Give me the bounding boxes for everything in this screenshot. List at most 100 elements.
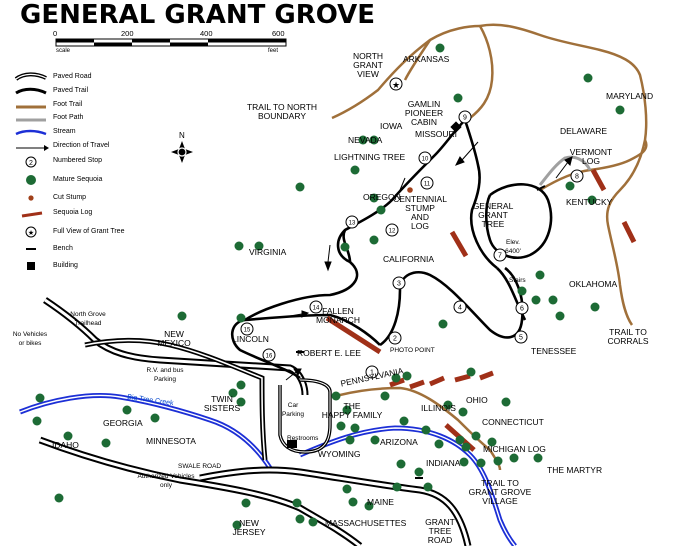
label-photo-point: PHOTO POINT [390,347,435,354]
sequoia-icon [376,205,386,215]
sequoia-icon [241,498,251,508]
sequoia-icon [391,373,401,383]
sequoia-icon [459,457,469,467]
label-north-grant-view: NORTH GRANT VIEW [352,51,384,79]
sequoia-icon [423,482,433,492]
legend-bench: Bench [53,245,73,252]
compass-label: N [179,131,185,140]
sequoia-icon [533,453,543,463]
label-idaho: IDAHO [52,440,79,450]
benches [296,185,546,479]
sequoia-icon [54,493,64,503]
label-missouri: MISSOURI [415,129,458,139]
sequoia-icon [308,517,318,527]
label-swale-road: SWALE ROAD [178,463,222,470]
sequoia-trees [32,43,625,530]
numbered-stop-15: 15 [240,322,254,336]
label-lightning-tree: LIGHTNING TREE [334,152,406,162]
legend-stream: Stream [53,128,76,135]
svg-text:5: 5 [519,335,523,342]
label-illinois: ILLINOIS [421,403,456,413]
sequoia-icon [476,458,486,468]
direction-arrows [277,141,573,381]
numbered-stop-16: 16 [262,348,276,362]
sequoia-icon [236,397,246,407]
sequoia-icon [340,242,350,252]
sequoia-icon [402,371,412,381]
label-connecticut: CONNECTICUT [482,417,544,427]
paved-roads [38,297,472,546]
label-maryland: MARYLAND [606,91,654,101]
numbered-stop-13: 13 [345,215,359,229]
label-the-martyr: THE MARTYR [547,465,603,475]
sequoia-icon [350,423,360,433]
svg-text:11: 11 [424,182,431,188]
legend-direction: Direction of Travel [53,142,110,149]
svg-text:2: 2 [393,336,397,343]
label-fallen-monarch: FALLEN MONARCH [316,306,360,325]
label-trail-village: TRAIL TO GRANT GROVE VILLAGE [468,478,532,506]
sequoia-icon [583,73,593,83]
sequoia-icon [535,270,545,280]
label-rv-parking: R.V. and bus Parking [146,367,184,383]
label-arkansas: ARKANSAS [403,54,450,64]
sequoia-icon [443,400,453,410]
sequoia-icon [150,413,160,423]
sequoia-icon [509,453,519,463]
svg-text:8: 8 [575,174,579,181]
label-gamlin-cabin: GAMLIN PIONEER CABIN [404,99,444,127]
legend-paved-road: Paved Road [53,73,92,80]
sequoia-icon [122,405,132,415]
building-icon [287,121,462,448]
label-wyoming: WYOMING [318,449,361,459]
label-grant-tree-road: GRANT TREE ROAD [425,517,455,545]
sequoia-icon [434,439,444,449]
label-vermont-log: VERMONT LOG [569,147,613,166]
label-elev: Elev. 6400' [505,239,521,255]
scale-tick-600: 600 [272,29,285,38]
label-tenessee: TENESSEE [531,346,577,356]
sequoia-icon [555,311,565,321]
svg-text:9: 9 [463,115,467,122]
label-happy-family: THE HAPPY FAMILY [321,401,383,420]
svg-text:7: 7 [498,253,502,260]
scale-unit: feet [268,48,279,54]
label-kentucky: KENTUCKY [566,197,613,207]
label-california: CALIFORNIA [383,254,435,264]
label-minnesota: MINNESOTA [146,436,196,446]
sequoia-icon [531,295,541,305]
sequoia-icon [101,438,111,448]
sequoia-icon [435,43,445,53]
sequoia-icon [295,182,305,192]
cut-stump-icon [407,187,413,193]
svg-text:16: 16 [266,354,273,360]
numbered-stop-4: 4 [453,300,467,314]
legend-cut-stump: Cut Stump [53,194,87,201]
sequoia-icon [348,497,358,507]
label-new-jersey: NEW JERSEY [232,518,266,537]
scale-bar [55,38,287,47]
sequoia-icon [35,393,45,403]
label-michigan-log: MICHIGAN LOG [483,444,546,454]
label-arizona: ARIZONA [380,437,418,447]
svg-text:3: 3 [397,281,401,288]
svg-text:1: 1 [370,370,374,377]
sequoia-icon [615,105,625,115]
numbered-stop-10: 10 [418,151,432,165]
label-twin-sisters: TWIN SISTERS [203,394,241,413]
numbered-stop-11: 11 [420,176,434,190]
star-icon: ★ [389,77,403,91]
foot-paths [538,155,592,186]
sequoia-icon [487,437,497,447]
label-car-parking: Car Parking [281,402,305,418]
sequoia-icon [364,501,374,511]
sequoia-icon [228,388,238,398]
sequoia-icon [177,311,187,321]
numbered-stop-14: 14 [309,300,323,314]
numbered-stop-2: 2 [388,331,402,345]
sequoia-icon [587,195,597,205]
sequoia-icon [236,380,246,390]
sequoia-icon [331,391,341,401]
numbered-stop-1: 1 [365,365,379,379]
